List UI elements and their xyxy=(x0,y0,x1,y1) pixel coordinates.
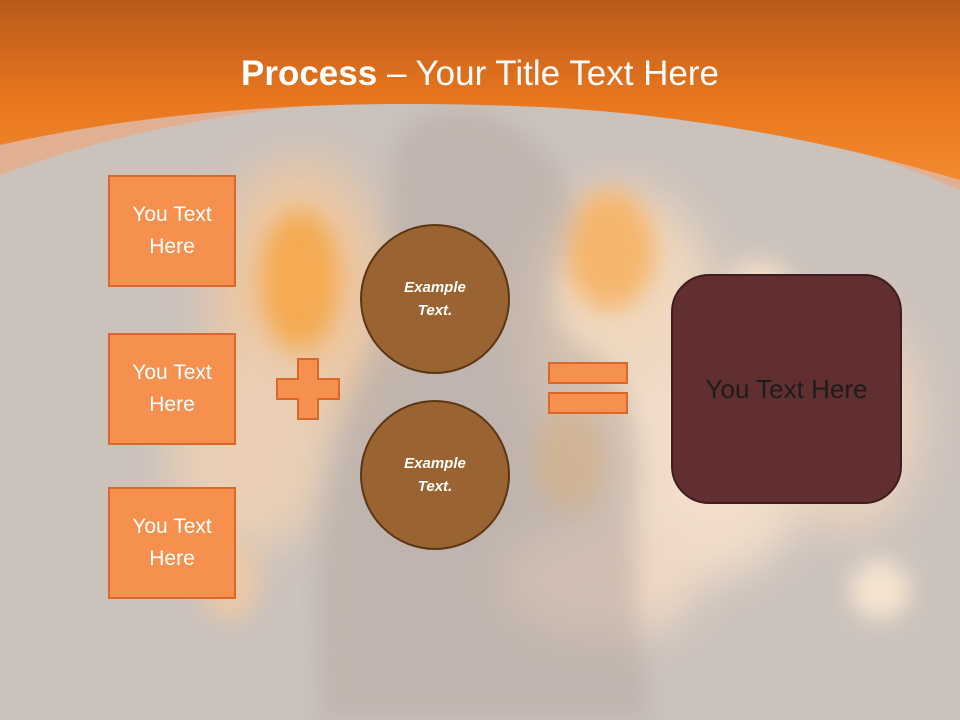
header-banner xyxy=(0,0,960,190)
text-box-1[interactable]: You Text Here xyxy=(108,175,236,287)
title-text: – Your Title Text Here xyxy=(377,54,719,93)
page-title: Process – Your Title Text Here xyxy=(0,52,960,96)
result-box[interactable]: You Text Here xyxy=(671,274,902,504)
equals-icon xyxy=(548,362,628,414)
plus-icon xyxy=(276,358,340,420)
example-circle-2[interactable]: Example Text. xyxy=(360,400,510,550)
text-box-3[interactable]: You Text Here xyxy=(108,487,236,599)
example-circle-1[interactable]: Example Text. xyxy=(360,224,510,374)
title-bold-word: Process xyxy=(241,54,378,93)
text-box-2[interactable]: You Text Here xyxy=(108,333,236,445)
